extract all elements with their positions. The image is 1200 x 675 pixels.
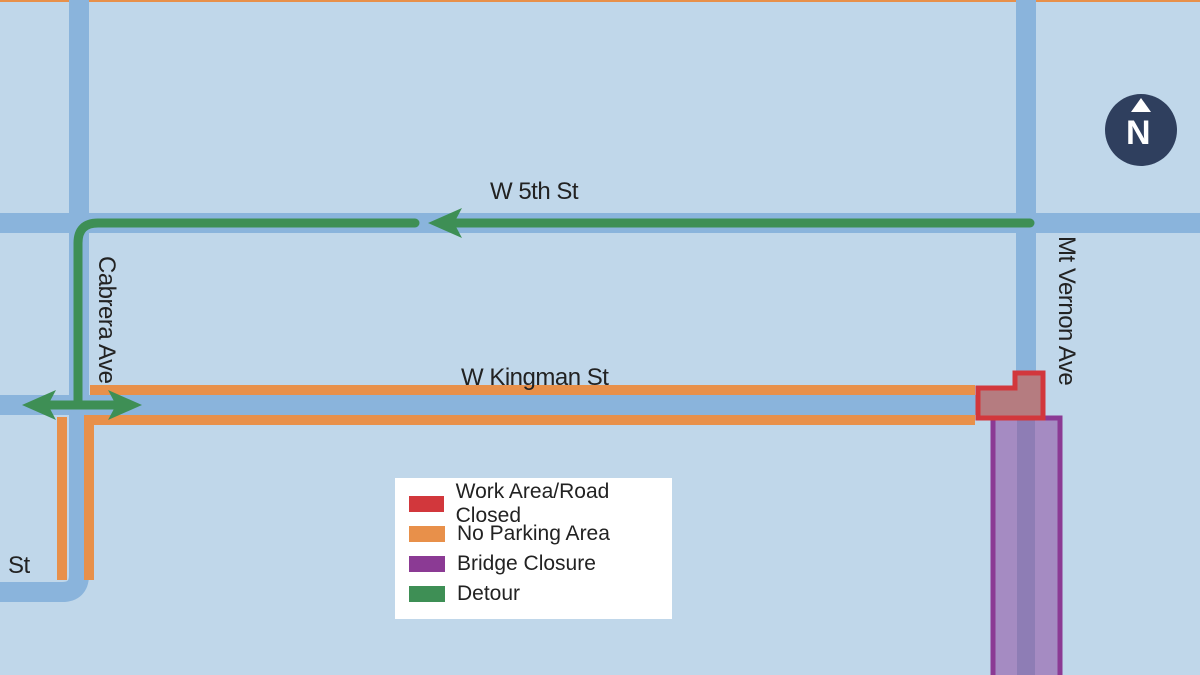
north-arrow-icon xyxy=(1105,94,1177,166)
label-mtvernon: Mt Vernon Ave xyxy=(1053,236,1080,386)
legend-label: No Parking Area xyxy=(457,522,610,545)
road-cabrera xyxy=(0,0,89,602)
legend-item-detour: Detour xyxy=(409,580,520,608)
legend-item-bridge-closure: Bridge Closure xyxy=(409,550,596,578)
arrow-left-icon xyxy=(428,208,462,238)
bridge-road xyxy=(1017,418,1035,675)
legend-swatch xyxy=(409,526,445,542)
label-cabrera: Cabrera Ave xyxy=(93,256,120,384)
legend-item-work-area: Work Area/Road Closed xyxy=(409,480,672,527)
legend-swatch xyxy=(409,586,445,602)
legend-item-no-parking: No Parking Area xyxy=(409,520,610,548)
no-parking-lines xyxy=(57,385,975,580)
north-letter: N xyxy=(1126,114,1151,152)
legend-swatch xyxy=(409,556,445,572)
legend-label: Work Area/Road Closed xyxy=(455,480,610,527)
arrow-right-icon xyxy=(108,390,142,420)
label-partial-st: St xyxy=(8,552,30,579)
detour-route xyxy=(35,218,1035,410)
legend-label: Detour xyxy=(457,582,521,605)
map-legend: Work Area/Road Closed No Parking Area Br… xyxy=(395,478,672,619)
detour-arrows xyxy=(22,208,462,420)
label-w5th: W 5th St xyxy=(490,178,579,205)
label-kingman: W Kingman St xyxy=(461,364,609,391)
arrow-left-icon xyxy=(22,390,56,420)
legend-label: Bridge Closure xyxy=(457,552,596,575)
legend-swatch xyxy=(409,496,444,512)
work-area-closed xyxy=(975,370,1046,421)
